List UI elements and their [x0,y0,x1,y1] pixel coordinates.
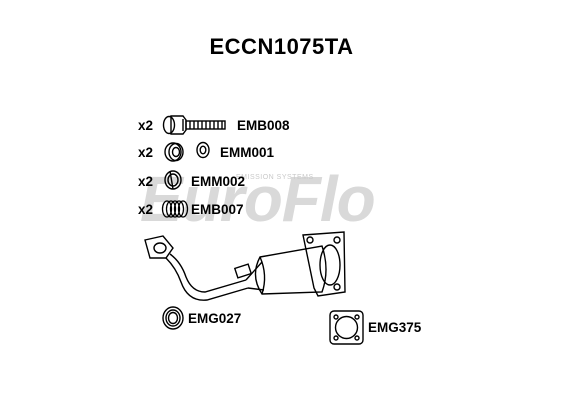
part-code: EMM001 [220,145,275,160]
watermark-tagline: EMISSION SYSTEMS [236,174,314,181]
bolt-icon [162,115,226,135]
round-gasket-icon [162,306,184,330]
gasket-code: EMG375 [368,320,422,335]
gasket-code: EMG027 [188,311,242,326]
spring-icon [161,200,189,218]
exhaust-pipe-assembly [144,231,346,301]
part-qty: x2 [138,145,154,160]
part-code: EMB007 [191,202,244,217]
part-qty: x2 [138,202,154,217]
part-code: EMB008 [237,118,290,133]
square-gasket-icon [329,310,364,345]
part-qty: x2 [138,118,154,133]
part-code: EMM002 [191,174,246,189]
page-title: ECCN1075TA [209,34,354,59]
part-qty: x2 [138,174,154,189]
spring-washer-icon [164,170,182,190]
nut-icon [164,141,210,162]
